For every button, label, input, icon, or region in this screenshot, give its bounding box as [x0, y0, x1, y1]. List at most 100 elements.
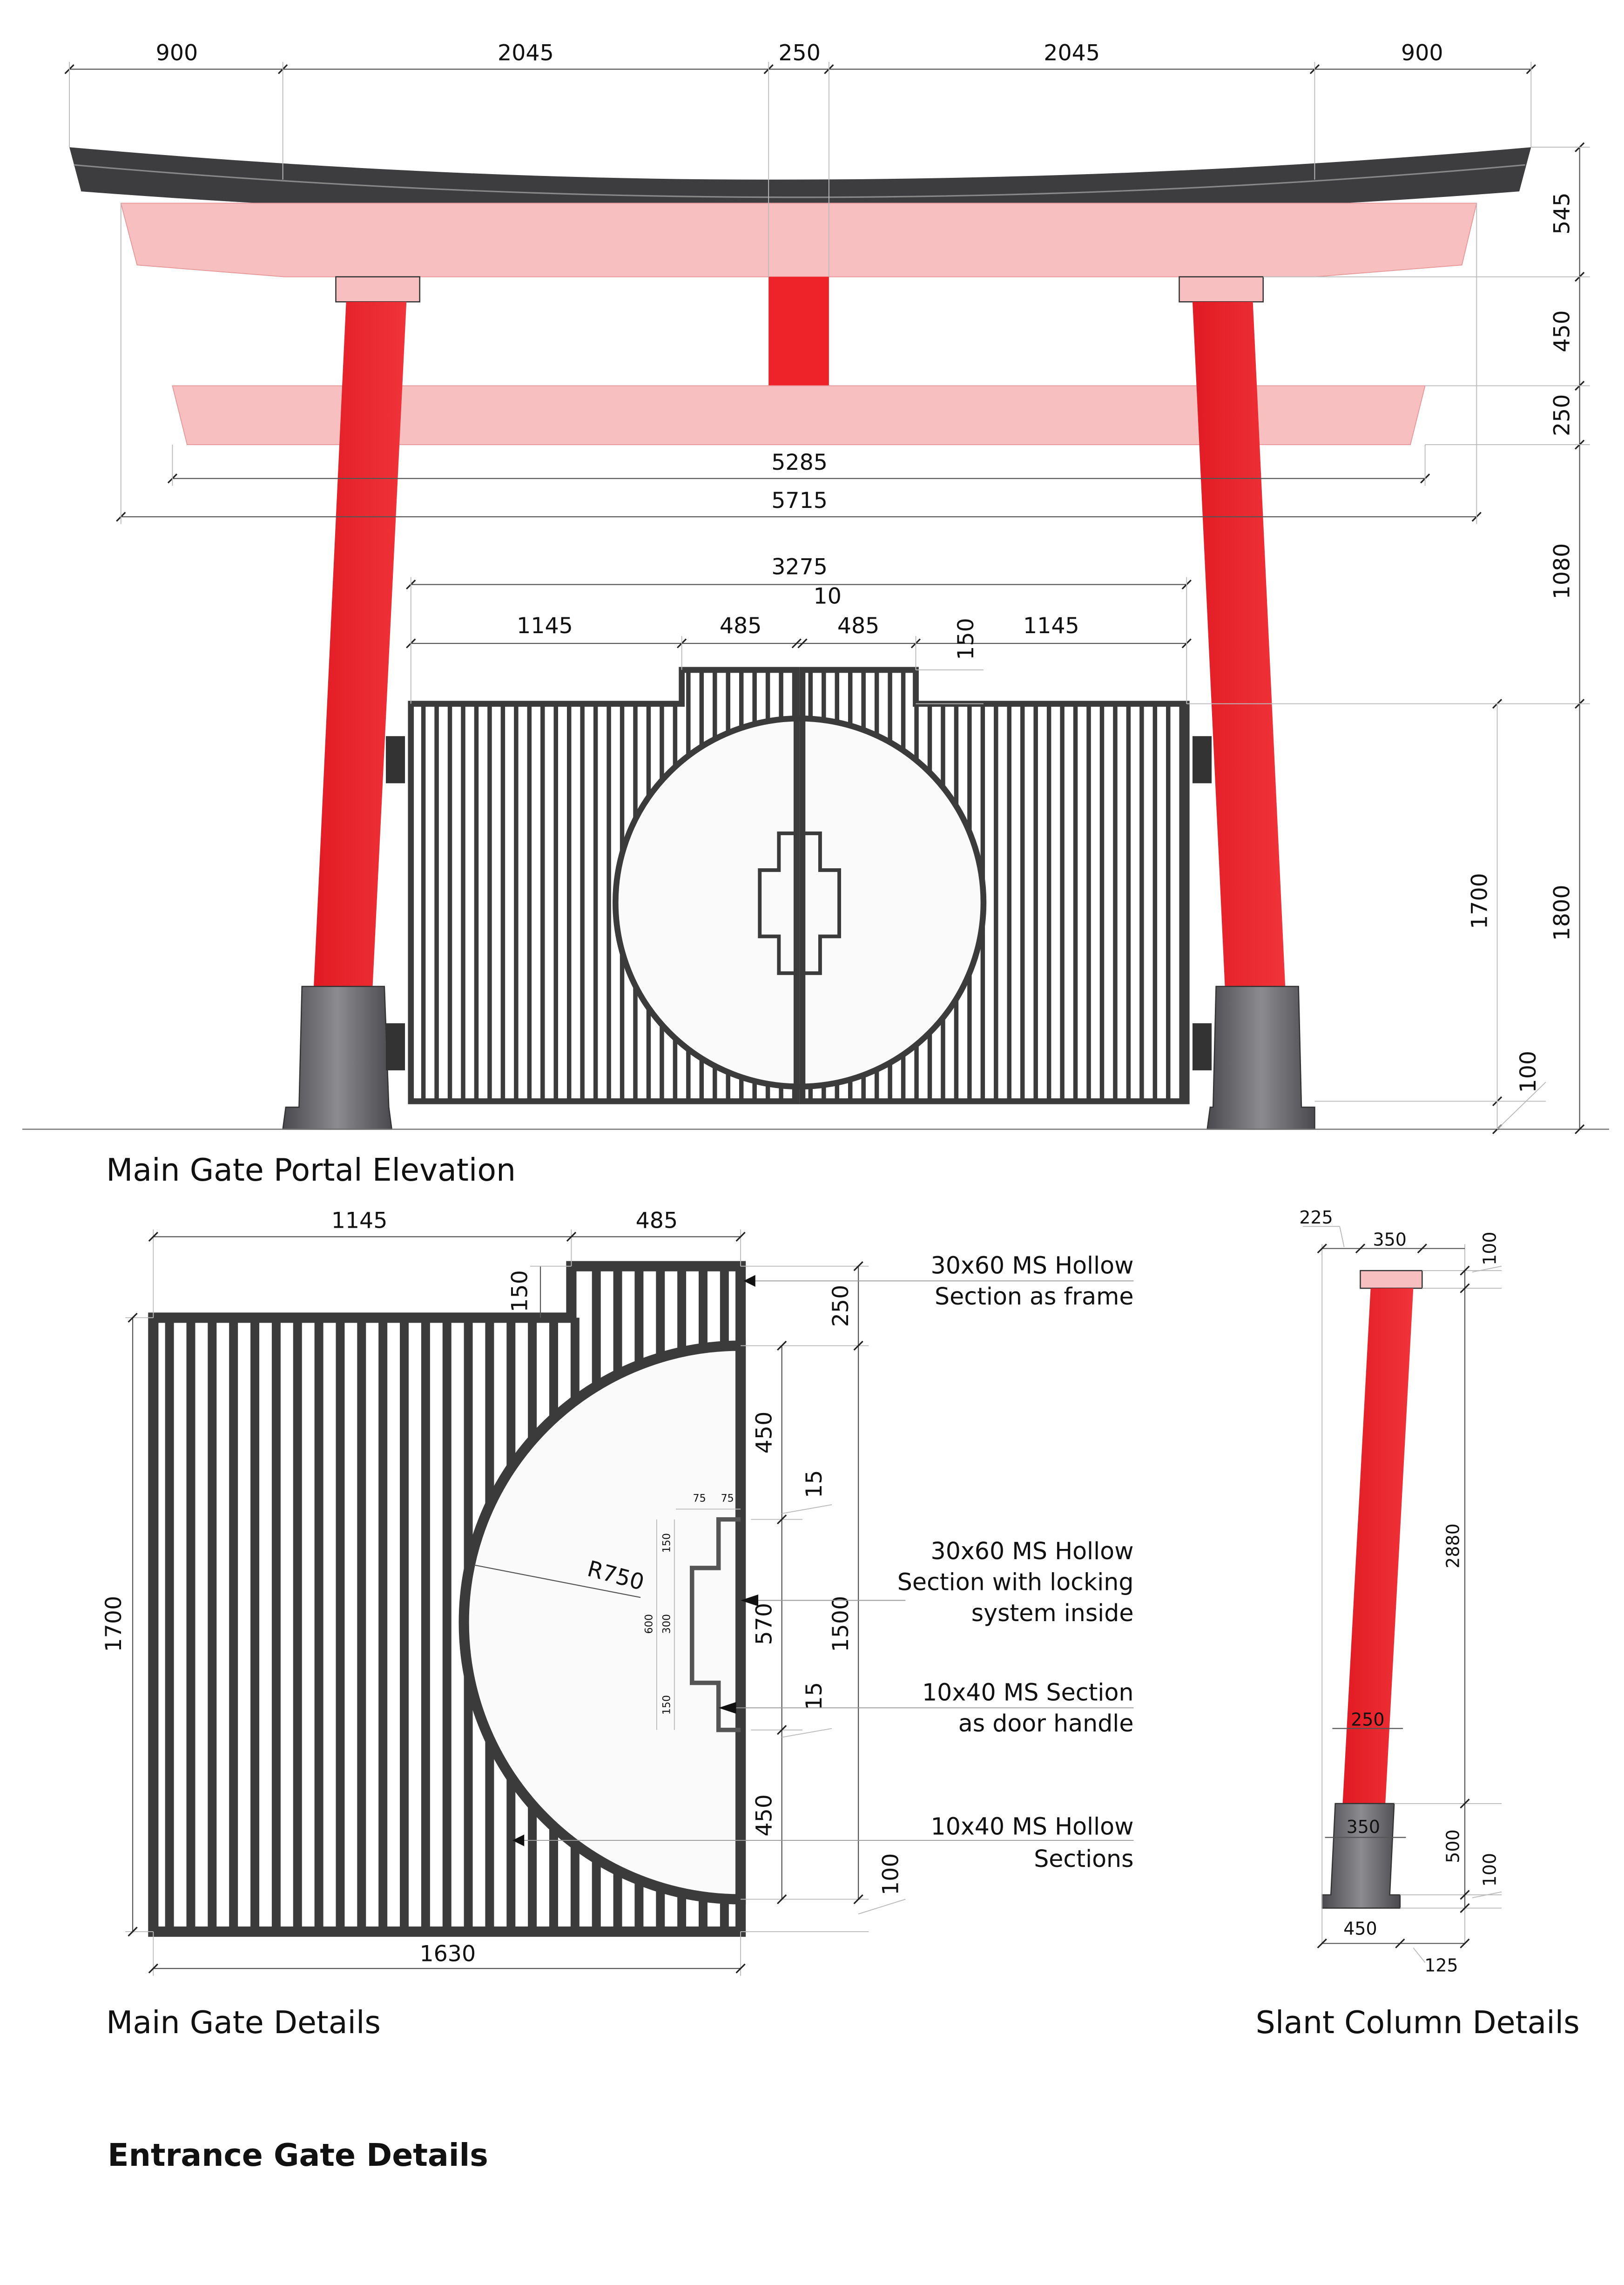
gate-bar	[606, 703, 611, 1102]
dim-label: 450	[752, 1794, 777, 1837]
dim-label: 545	[1550, 192, 1575, 235]
note-locking: 30x60 MS Hollow	[931, 1537, 1134, 1565]
gate-bar	[1166, 703, 1171, 1102]
dim-label: 150	[953, 618, 979, 660]
gate-bar	[1046, 703, 1051, 1102]
dim-label: 450	[1343, 1918, 1377, 1939]
door-handle	[758, 831, 841, 975]
note-bars: Sections	[1034, 1845, 1133, 1873]
dim-label: 2045	[1044, 41, 1100, 66]
details-title: Main Gate Details	[106, 2004, 381, 2041]
semicircle-panel	[458, 1340, 746, 1905]
dim-label: 2045	[498, 41, 554, 66]
gate-bar	[1113, 703, 1118, 1102]
note-frame: Section as frame	[935, 1283, 1133, 1310]
dim-label: 100	[878, 1853, 903, 1895]
gate-bar	[540, 703, 545, 1102]
gate-bar	[229, 1318, 238, 1932]
dim-label: 150	[660, 1533, 673, 1553]
dim-label: 1145	[331, 1208, 388, 1233]
dim-label: 1700	[1467, 873, 1492, 929]
gate-bar	[514, 703, 519, 1102]
dim-label: 225	[1299, 1207, 1333, 1228]
gate-bar	[434, 703, 439, 1102]
leader-arrow	[512, 1834, 525, 1846]
gate-bar	[1179, 703, 1184, 1102]
shimaki-beam	[120, 203, 1477, 277]
column-cap	[1360, 1270, 1423, 1289]
hinge	[385, 1023, 405, 1071]
gate-bar	[293, 1318, 302, 1932]
dim-label: 250	[828, 1285, 854, 1327]
dim-label: 250	[1351, 1709, 1384, 1730]
gate-bar	[1126, 703, 1131, 1102]
dim-label: 5715	[771, 488, 828, 514]
gate-bar	[474, 703, 479, 1102]
gate-bar	[250, 1318, 260, 1932]
roof-kasagi	[69, 147, 1531, 218]
gate-bar	[357, 1318, 366, 1932]
gate-bar	[1020, 703, 1025, 1102]
dim-label: 100	[1479, 1853, 1500, 1886]
right-column	[1192, 302, 1286, 987]
portal-elevation: 900 2045 250 2045 900 545 450 250 1080 1…	[22, 41, 1609, 1188]
gate-bar	[400, 1318, 409, 1932]
gate-bar	[461, 703, 465, 1102]
dim-label: 485	[720, 613, 762, 639]
leader-arrow	[743, 1275, 755, 1287]
hinge	[385, 736, 405, 784]
dim-label: 100	[1516, 1051, 1541, 1093]
note-locking: Section with locking	[897, 1568, 1134, 1595]
gate-bar	[593, 703, 598, 1102]
gate-bar	[500, 703, 505, 1102]
dim-label: 75	[721, 1493, 734, 1505]
dim-label: 350	[1373, 1229, 1407, 1250]
dim-label: 2880	[1442, 1523, 1463, 1568]
gate-bar	[314, 1318, 323, 1932]
gate-bar	[421, 703, 426, 1102]
gate-bar	[336, 1318, 345, 1932]
note-frame: 30x60 MS Hollow	[931, 1251, 1134, 1279]
note-bars: 10x40 MS Hollow	[931, 1812, 1134, 1840]
gate-bar	[1152, 703, 1158, 1102]
dim-label: 1145	[1023, 613, 1079, 639]
dim-label: 500	[1442, 1829, 1463, 1863]
dim-label: 15	[802, 1470, 827, 1498]
dim-label: 350	[1347, 1817, 1380, 1837]
leader-arrow	[741, 1594, 759, 1607]
nuki-beam	[172, 385, 1426, 445]
gate-bar	[447, 703, 452, 1102]
dim-label: 1080	[1550, 543, 1575, 600]
gate-bar	[527, 703, 532, 1102]
note-handle: 10x40 MS Section	[922, 1679, 1133, 1706]
dim-label: 150	[507, 1270, 533, 1312]
dim-label: 1145	[517, 613, 573, 639]
gate-bar	[1007, 703, 1012, 1102]
dim-label: 450	[1550, 310, 1575, 352]
gate-details: R750 1145 485 150 1700 1630 250 450 15 5…	[101, 1208, 1134, 2041]
gate-bar	[186, 1318, 195, 1932]
dim-label: 250	[778, 41, 821, 66]
gate-bar	[487, 703, 492, 1102]
gate-bar	[378, 1318, 388, 1932]
dim-label: 300	[660, 1614, 673, 1634]
gate-bar	[1099, 703, 1105, 1102]
gate-bar	[553, 703, 558, 1102]
gate-bar	[1073, 703, 1078, 1102]
gate-bar	[421, 1318, 430, 1932]
dim-label: 900	[156, 41, 198, 66]
dim-label: 100	[1479, 1231, 1500, 1265]
dim-label: 1800	[1550, 885, 1575, 941]
hinge	[1192, 736, 1212, 784]
door-handle	[690, 1517, 741, 1732]
dim-label: 10	[814, 584, 842, 609]
left-base	[282, 986, 393, 1130]
gate-bar	[271, 1318, 281, 1932]
dim-label: 250	[1550, 394, 1575, 437]
gate-bar	[580, 703, 585, 1102]
gate-bar	[994, 703, 998, 1102]
column-title: Slant Column Details	[1256, 2004, 1580, 2041]
dim-label: 1700	[101, 1596, 127, 1652]
dim-label: 450	[752, 1412, 777, 1454]
